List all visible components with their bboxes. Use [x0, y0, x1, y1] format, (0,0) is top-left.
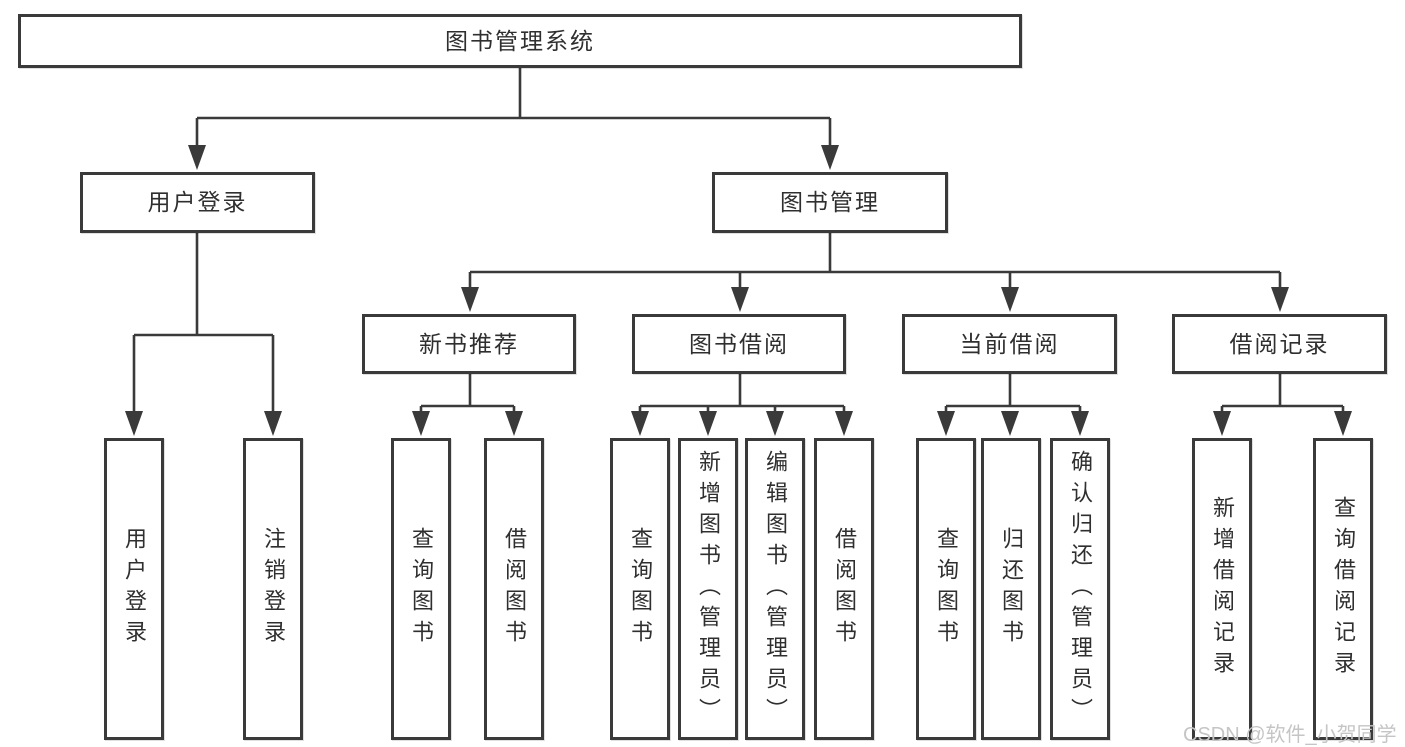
- node-root: 图书管理系统: [18, 14, 1022, 68]
- node-book-management: 图书管理: [712, 172, 948, 233]
- leaf-user-login-label: 用户登录: [122, 527, 147, 651]
- leaf-query-books-recommend-label: 查询图书: [409, 527, 434, 651]
- arrow-icon: [1334, 411, 1352, 436]
- leaf-borrow-books-label: 借阅图书: [832, 527, 857, 651]
- connector-current-split: [944, 374, 1082, 415]
- node-book-borrow: 图书借阅: [632, 314, 846, 374]
- arrow-icon: [1001, 287, 1019, 312]
- node-user-login: 用户登录: [80, 172, 315, 233]
- arrow-icon: [412, 411, 430, 436]
- node-book-management-label: 图书管理: [780, 189, 880, 215]
- node-user-login-label: 用户登录: [147, 189, 248, 215]
- leaf-edit-book-admin-label: 编辑图书（管理员）: [763, 449, 788, 729]
- node-root-label: 图书管理系统: [445, 27, 595, 54]
- leaf-query-borrow-record-label: 查询借阅记录: [1331, 496, 1356, 682]
- leaf-logout-label: 注销登录: [261, 527, 286, 651]
- leaf-query-books-recommend: 查询图书: [391, 438, 451, 740]
- arrow-icon: [1271, 287, 1289, 312]
- leaf-borrow-books-recommend: 借阅图书: [484, 438, 544, 740]
- arrow-icon: [631, 411, 649, 436]
- arrow-icon: [264, 411, 282, 436]
- node-new-book-recommend-label: 新书推荐: [419, 330, 519, 357]
- arrow-icon: [731, 287, 749, 312]
- leaf-borrow-books: 借阅图书: [814, 438, 874, 740]
- arrow-icon: [699, 411, 717, 436]
- node-new-book-recommend: 新书推荐: [362, 314, 576, 374]
- arrow-icon: [1213, 411, 1231, 436]
- leaf-query-books-current-label: 查询图书: [934, 527, 959, 651]
- leaf-user-login: 用户登录: [104, 438, 164, 740]
- node-current-borrow-label: 当前借阅: [959, 330, 1060, 357]
- connector-new-split: [419, 374, 516, 415]
- node-book-borrow-label: 图书借阅: [689, 330, 789, 357]
- connector-mgmt-split: [468, 233, 1282, 290]
- arrow-icon: [1001, 411, 1019, 436]
- leaf-add-borrow-record: 新增借阅记录: [1192, 438, 1252, 740]
- connector-records-split: [1220, 374, 1345, 415]
- leaf-query-books-current: 查询图书: [916, 438, 976, 740]
- leaf-logout: 注销登录: [243, 438, 303, 740]
- arrow-icon: [1071, 411, 1089, 436]
- leaf-confirm-return-admin: 确认归还（管理员）: [1050, 438, 1110, 740]
- leaf-confirm-return-admin-label: 确认归还（管理员）: [1068, 449, 1093, 729]
- arrow-icon: [937, 411, 955, 436]
- leaf-return-books: 归还图书: [981, 438, 1041, 740]
- leaf-add-borrow-record-label: 新增借阅记录: [1210, 496, 1235, 682]
- leaf-borrow-books-recommend-label: 借阅图书: [502, 527, 527, 651]
- arrow-icon: [125, 411, 143, 436]
- arrow-icon: [835, 411, 853, 436]
- arrow-icon: [461, 287, 479, 312]
- arrow-icon: [505, 411, 523, 436]
- leaf-add-book-admin: 新增图书（管理员）: [678, 438, 738, 740]
- leaf-return-books-label: 归还图书: [999, 527, 1024, 651]
- leaf-query-borrow-record: 查询借阅记录: [1313, 438, 1373, 740]
- arrow-icon: [821, 145, 839, 170]
- connector-root-split: [195, 68, 832, 150]
- arrow-icon: [766, 411, 784, 436]
- node-borrow-records-label: 借阅记录: [1229, 330, 1330, 357]
- connector-borrow-split: [638, 374, 846, 415]
- leaf-query-books-borrow-label: 查询图书: [628, 527, 653, 651]
- connector-login-split: [132, 233, 275, 415]
- leaf-query-books-borrow: 查询图书: [610, 438, 670, 740]
- node-borrow-records: 借阅记录: [1172, 314, 1387, 374]
- leaf-edit-book-admin: 编辑图书（管理员）: [745, 438, 805, 740]
- leaf-add-book-admin-label: 新增图书（管理员）: [696, 449, 721, 729]
- arrow-icon: [188, 145, 206, 170]
- node-current-borrow: 当前借阅: [902, 314, 1117, 374]
- watermark: CSDN @软件_小贺同学: [1183, 724, 1397, 746]
